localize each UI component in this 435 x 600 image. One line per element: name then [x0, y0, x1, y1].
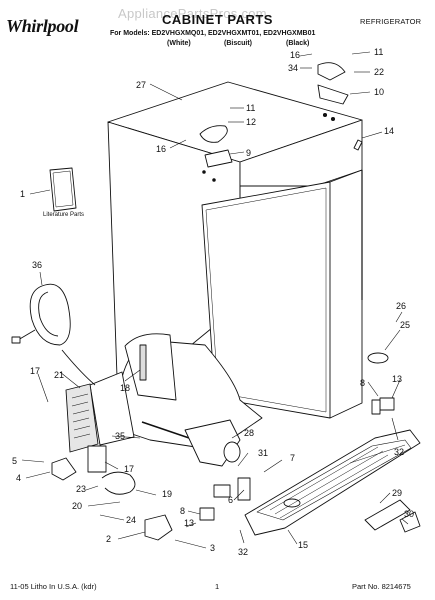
- callout-18: 18: [120, 383, 130, 393]
- callout-22: 22: [374, 67, 384, 77]
- literature-booklet: [49, 167, 77, 212]
- callout-11b: 11: [374, 47, 383, 57]
- literature-parts-label: Literature Parts: [43, 212, 85, 218]
- power-cord: [11, 283, 96, 386]
- callout-7: 7: [290, 453, 295, 463]
- callout-32b: 32: [238, 547, 248, 557]
- page-title: CABINET PARTS: [162, 12, 273, 27]
- callout-20: 20: [72, 501, 82, 511]
- callout-32: 32: [394, 447, 404, 457]
- callout-17b: 17: [124, 464, 134, 474]
- callout-31: 31: [258, 448, 268, 458]
- callout-5: 5: [12, 456, 17, 466]
- callout-10: 10: [374, 87, 384, 97]
- callout-24: 24: [126, 515, 136, 525]
- callout-8b: 8: [180, 506, 185, 516]
- callout-labels: 27 11 12 16 9 16 11 34 22 10 14 1 36 26 …: [12, 47, 414, 557]
- callout-12: 12: [246, 117, 256, 127]
- top-hinge-group: [199, 62, 363, 182]
- whirlpool-logo: Whirlpool: [6, 16, 79, 36]
- callout-30: 30: [404, 509, 414, 519]
- callout-27: 27: [136, 80, 146, 90]
- callout-4: 4: [16, 473, 21, 483]
- models-line: For Models: ED2VHGXMQ01, ED2VHGXMT01, ED…: [110, 30, 316, 37]
- callout-17: 17: [30, 366, 40, 376]
- callout-2: 2: [106, 534, 111, 544]
- footer-litho: 11-05 Litho In U.S.A. (kdr): [10, 582, 97, 591]
- variant-biscuit: (Biscuit): [224, 40, 252, 47]
- callout-11: 11: [246, 103, 255, 113]
- footer-page-number: 1: [215, 582, 220, 591]
- callout-34: 34: [288, 63, 298, 73]
- watermark-text: AppliancePartsPros.com: [118, 6, 267, 21]
- footer-part-number: Part No. 8214675: [352, 582, 411, 591]
- variant-white: (White): [167, 40, 191, 47]
- variant-black: (Black): [286, 40, 310, 47]
- callout-13b: 13: [184, 518, 194, 528]
- appliance-type: REFRIGERATOR: [360, 17, 422, 26]
- callout-3: 3: [210, 543, 215, 553]
- callout-26: 26: [396, 301, 406, 311]
- callout-23: 23: [76, 484, 86, 494]
- callout-14: 14: [384, 126, 394, 136]
- callout-28: 28: [244, 428, 254, 438]
- callout-36: 36: [32, 260, 42, 270]
- callout-8: 8: [360, 378, 365, 388]
- leader-lines: [21, 51, 409, 549]
- callout-16b: 16: [290, 50, 300, 60]
- small-parts: [51, 344, 421, 541]
- callout-9: 9: [246, 148, 251, 158]
- callout-6: 6: [228, 495, 233, 505]
- callout-35: 35: [115, 431, 125, 441]
- callout-29: 29: [392, 488, 402, 498]
- callout-25: 25: [400, 320, 410, 330]
- callout-21: 21: [54, 370, 64, 380]
- callout-15: 15: [298, 540, 308, 550]
- callout-19: 19: [162, 489, 172, 499]
- cabinet-shell: [107, 81, 363, 419]
- callout-1: 1: [20, 189, 25, 199]
- callout-16: 16: [156, 144, 166, 154]
- grille: [244, 429, 421, 536]
- callout-13: 13: [392, 374, 402, 384]
